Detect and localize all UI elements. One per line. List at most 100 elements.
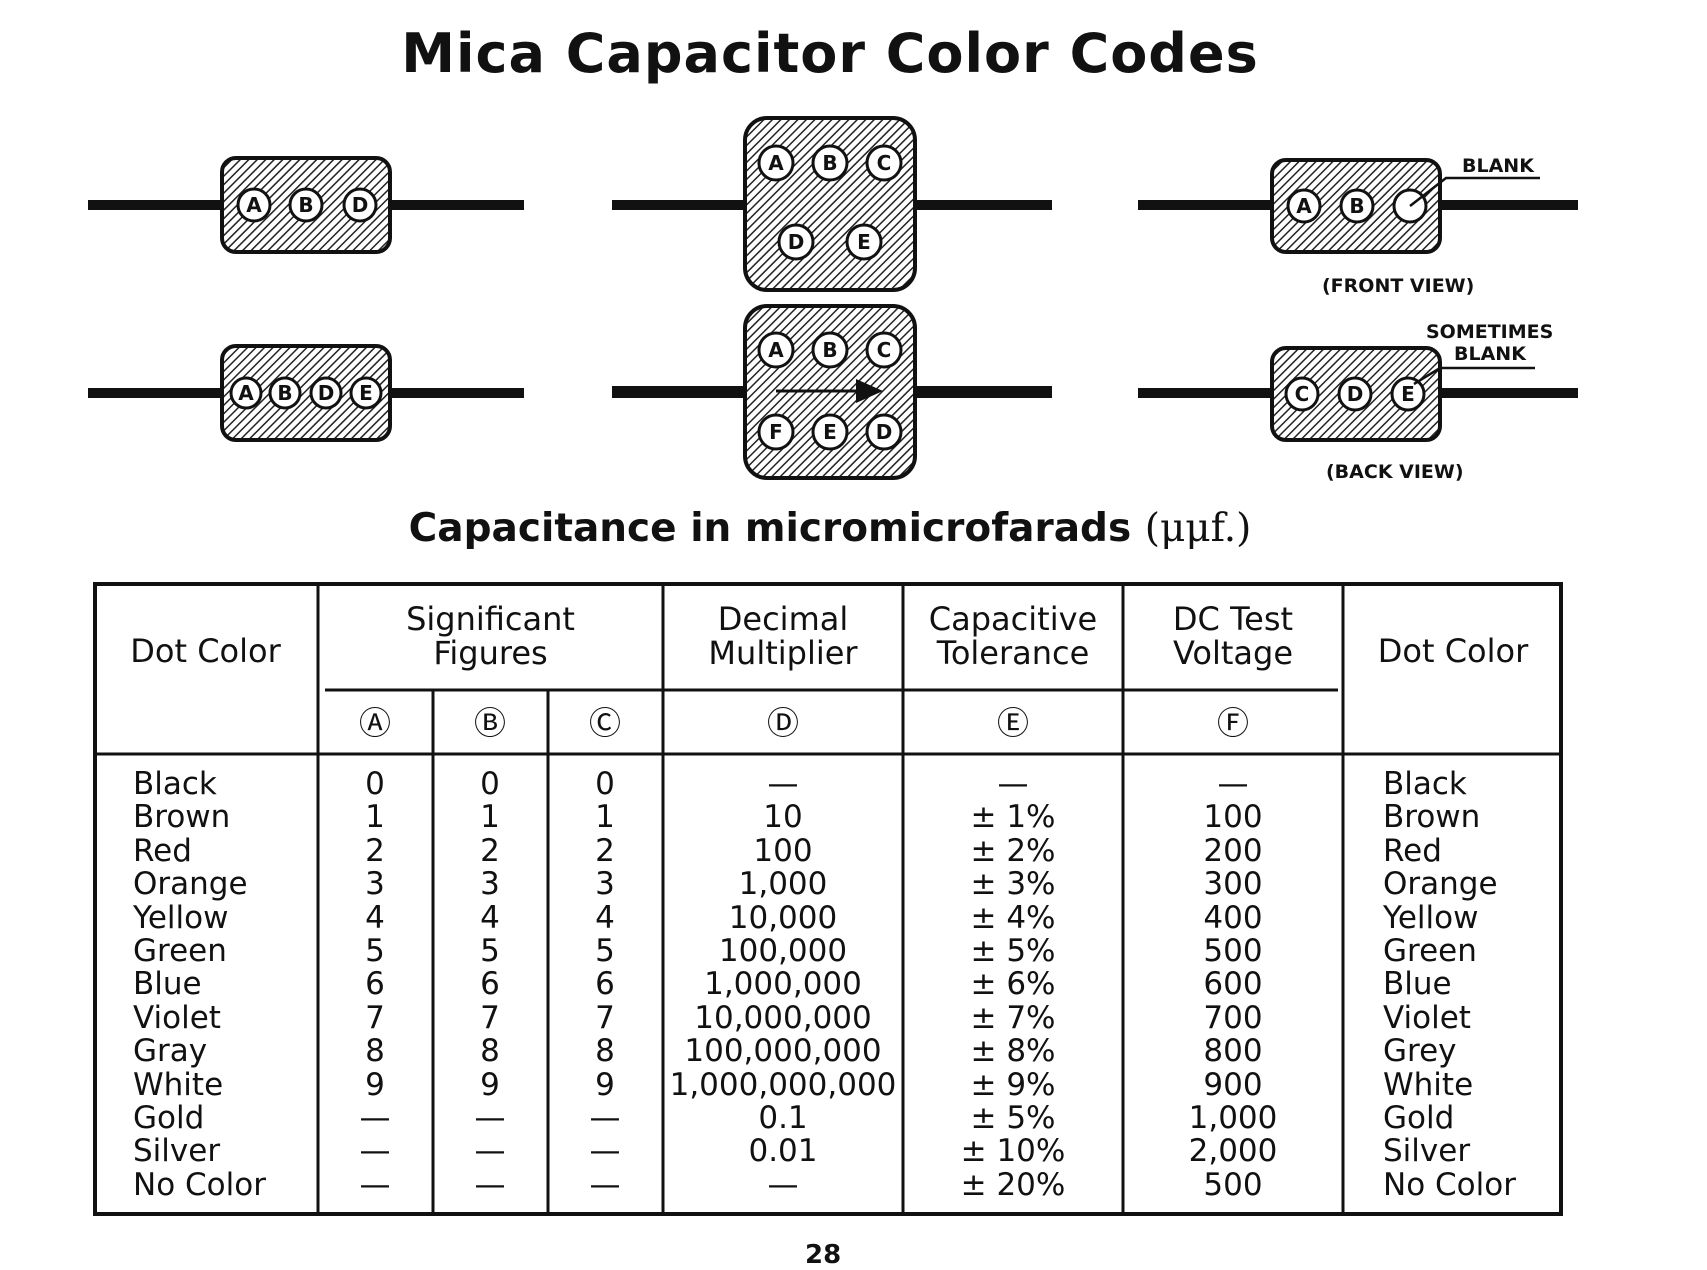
table-cell: Gray bbox=[133, 1033, 208, 1070]
table-cell: — bbox=[589, 1133, 621, 1170]
table-cell: 100,000 bbox=[718, 932, 848, 969]
table-cell: 100,000,000 bbox=[684, 1033, 882, 1070]
table-cell: — bbox=[359, 1166, 391, 1203]
table-cell: — bbox=[1217, 766, 1249, 802]
table-cell: Gold bbox=[1383, 1099, 1455, 1136]
table-cell: 2,000 bbox=[1188, 1133, 1278, 1170]
table-cell: Yellow bbox=[1383, 899, 1479, 936]
table-cell: Yellow bbox=[133, 899, 229, 936]
table-cell: 2 bbox=[595, 832, 615, 869]
table-cell: 1,000 bbox=[738, 866, 828, 903]
header-capacitive-tolerance: Capacitive Tolerance bbox=[903, 602, 1123, 670]
header-line: Figures bbox=[433, 634, 548, 672]
header-dc-test-voltage: DC Test Voltage bbox=[1123, 602, 1343, 670]
table-cell: 9 bbox=[595, 1066, 615, 1103]
table-cell: 700 bbox=[1203, 999, 1263, 1036]
table-cell: 3 bbox=[365, 866, 385, 903]
capacitor-abd: A B D bbox=[88, 156, 524, 254]
subheader-b: Ⓑ bbox=[473, 704, 506, 742]
header-line: Tolerance bbox=[936, 634, 1090, 672]
subheader-e: Ⓔ bbox=[996, 704, 1029, 742]
dot-label: B bbox=[298, 193, 313, 217]
table-cell: 200 bbox=[1203, 832, 1263, 869]
table-cell: — bbox=[359, 1133, 391, 1170]
subheader-c: Ⓒ bbox=[588, 704, 621, 742]
subheader-a: Ⓐ bbox=[358, 704, 391, 742]
table-cell: 8 bbox=[365, 1033, 385, 1070]
table-cell: 10 bbox=[763, 799, 803, 836]
table-cell: 0.01 bbox=[748, 1133, 818, 1170]
table-cell: 600 bbox=[1203, 966, 1263, 1003]
table-cell: Violet bbox=[133, 999, 221, 1036]
table-cell: ± 9% bbox=[970, 1066, 1056, 1103]
dot-label: B bbox=[822, 151, 837, 175]
table-cell: 10,000 bbox=[728, 899, 838, 936]
capacitor-abde: A B D E bbox=[88, 344, 524, 442]
dot-label: A bbox=[768, 338, 784, 362]
back-view-label: (BACK VIEW) bbox=[1326, 461, 1464, 483]
table-cell: 500 bbox=[1203, 932, 1263, 969]
dot-label: F bbox=[769, 420, 783, 444]
dot-label: D bbox=[318, 381, 335, 405]
dot-label: D bbox=[788, 230, 805, 254]
table-cell: Grey bbox=[1383, 1033, 1457, 1070]
table-cell: 100 bbox=[1203, 799, 1263, 836]
capacitor-abcfed: A B C F E D bbox=[612, 304, 1052, 480]
header-line: Voltage bbox=[1172, 634, 1294, 672]
table-cell: Brown bbox=[133, 799, 231, 836]
color-code-table: Dot Color Significant Figures Decimal Mu… bbox=[93, 582, 1563, 1216]
table-cell: 1 bbox=[595, 799, 615, 836]
dot-label: E bbox=[857, 230, 871, 254]
subheader-f: Ⓕ bbox=[1216, 704, 1249, 742]
dot-label: D bbox=[352, 193, 369, 217]
table-cell: 8 bbox=[480, 1033, 500, 1070]
header-line: Multiplier bbox=[708, 634, 858, 672]
table-cell: 900 bbox=[1203, 1066, 1263, 1103]
table-cell: 9 bbox=[480, 1066, 500, 1103]
header-line: Significant bbox=[406, 600, 575, 638]
dot-label: A bbox=[768, 151, 784, 175]
blank-label: BLANK bbox=[1462, 155, 1535, 177]
table-cell: Green bbox=[133, 932, 227, 969]
table-cell: Silver bbox=[133, 1133, 221, 1170]
table-cell: 500 bbox=[1203, 1166, 1263, 1203]
table-cell: Orange bbox=[1383, 866, 1498, 903]
table-cell: 1,000 bbox=[1188, 1099, 1278, 1136]
table-cell: — bbox=[997, 766, 1029, 802]
table-cell: 1 bbox=[365, 799, 385, 836]
sometimes-blank-label: SOMETIMES bbox=[1426, 321, 1553, 343]
table-cell: 0 bbox=[365, 766, 385, 802]
table-cell: 100 bbox=[753, 832, 813, 869]
table-cell: 4 bbox=[365, 899, 385, 936]
table-cell: 9 bbox=[365, 1066, 385, 1103]
table-cell: — bbox=[589, 1099, 621, 1136]
table-cell: 5 bbox=[365, 932, 385, 969]
table-cell: ± 5% bbox=[970, 932, 1056, 969]
table-cell: ± 10% bbox=[960, 1133, 1066, 1170]
table-cell: 7 bbox=[480, 999, 500, 1036]
dot-label: B bbox=[277, 381, 292, 405]
table-cell: 8 bbox=[595, 1033, 615, 1070]
sometimes-blank-label-2: BLANK bbox=[1454, 343, 1527, 365]
table-cell: 7 bbox=[365, 999, 385, 1036]
table-grid bbox=[93, 582, 1563, 1216]
table-caption: Capacitance in micromicrofarads (μμf.) bbox=[0, 506, 1660, 551]
table-cell: 0 bbox=[595, 766, 615, 802]
table-cell: 1,000,000 bbox=[704, 966, 862, 1003]
table-cell: No Color bbox=[1383, 1166, 1516, 1203]
table-cell: 10,000,000 bbox=[694, 999, 872, 1036]
capacitor-back-view: C D E SOMETIMES BLANK (BACK VIEW) bbox=[1138, 321, 1578, 483]
table-cell: Black bbox=[1383, 766, 1467, 802]
table-cell: 2 bbox=[365, 832, 385, 869]
header-line: Decimal bbox=[717, 600, 849, 638]
table-cell: 400 bbox=[1203, 899, 1263, 936]
table-cell: Blue bbox=[133, 966, 202, 1003]
header-significant-figures: Significant Figures bbox=[318, 602, 663, 670]
table-cell: Red bbox=[1383, 832, 1442, 869]
table-cell: 1,000,000,000 bbox=[669, 1066, 897, 1103]
dot-label: B bbox=[822, 338, 837, 362]
dot-label: E bbox=[1401, 382, 1415, 406]
